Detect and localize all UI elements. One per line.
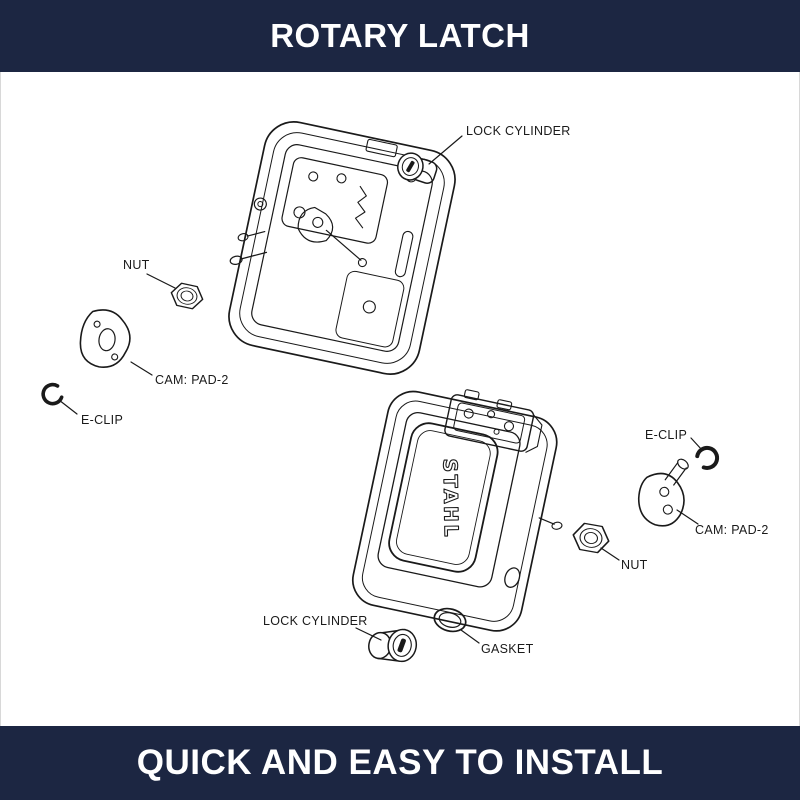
label-eclip-top: E-CLIP [81, 413, 123, 427]
leader-cam-bottom [676, 509, 699, 525]
gasket-part [433, 607, 467, 633]
label-nut-bottom: NUT [621, 558, 648, 572]
leader-lock-cylinder-bottom [355, 627, 382, 641]
label-cam-bottom: CAM: PAD-2 [695, 523, 769, 537]
label-nut-top: NUT [123, 258, 150, 272]
nut-bottom-part [572, 522, 610, 554]
bottom-latch-assembly: STAHL [351, 390, 563, 632]
label-cam-top: CAM: PAD-2 [155, 373, 229, 387]
nut-top-part [170, 282, 204, 310]
lock-cylinder-top-part [397, 152, 438, 184]
leader-lines [58, 135, 703, 644]
label-lock-cylinder-bottom: LOCK CYLINDER [263, 614, 368, 628]
cam-top-part [79, 309, 131, 369]
top-latch-assembly [228, 121, 456, 375]
eclip-top-part [41, 382, 64, 406]
footer-title: QUICK AND EASY TO INSTALL [136, 743, 664, 782]
header-banner: ROTARY LATCH [0, 0, 800, 72]
leader-cam-top [130, 361, 153, 376]
diagram-area: STAHL [0, 72, 800, 726]
exploded-diagram: STAHL [41, 121, 769, 663]
page-title: ROTARY LATCH [270, 17, 530, 54]
brand-text: STAHL [438, 458, 461, 539]
latch-bracket-part [444, 389, 543, 453]
footer-banner: QUICK AND EASY TO INSTALL [0, 726, 800, 800]
eclip-bottom-part [695, 446, 720, 470]
label-eclip-bottom: E-CLIP [645, 428, 687, 442]
leader-nut-bottom [600, 547, 620, 561]
label-lock-cylinder-top: LOCK CYLINDER [466, 124, 571, 138]
leader-lock-cylinder-top [428, 135, 463, 165]
label-gasket: GASKET [481, 642, 534, 656]
lock-cylinder-bottom-part [368, 628, 418, 663]
leader-eclip-bottom [690, 437, 703, 451]
cam-bottom-part [637, 458, 689, 527]
leader-eclip-top [58, 399, 78, 415]
leader-nut-top [146, 273, 176, 289]
leader-gasket [460, 629, 480, 644]
